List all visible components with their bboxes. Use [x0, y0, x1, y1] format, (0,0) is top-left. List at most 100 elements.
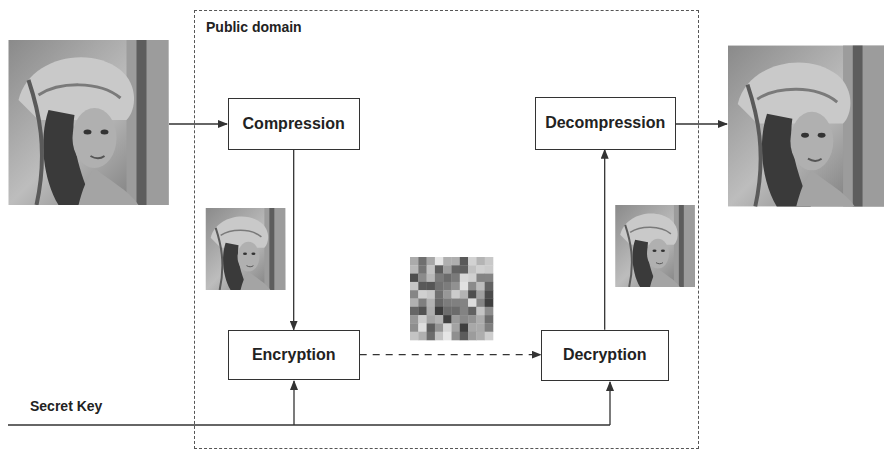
- noise-cell: [485, 315, 494, 324]
- key-arrow: [609, 382, 610, 425]
- process-box: Encryption: [228, 330, 360, 380]
- noise-cell: [485, 265, 494, 274]
- noise-cell: [427, 299, 436, 308]
- noise-cell: [476, 315, 485, 324]
- noise-cell: [435, 332, 444, 341]
- noise-cell: [452, 332, 461, 341]
- noise-cell: [485, 290, 494, 299]
- process-box: Decompression: [535, 97, 676, 150]
- noise-cell: [468, 299, 477, 308]
- noise-cell: [427, 332, 436, 341]
- noise-cell: [443, 315, 452, 324]
- noise-cell: [410, 332, 419, 341]
- output-image: [728, 46, 884, 207]
- noise-cell: [427, 265, 436, 274]
- decrypted-image: [615, 205, 695, 287]
- key-label: Secret Key: [30, 398, 102, 414]
- noise-cell: [427, 257, 436, 266]
- noise-cell: [452, 323, 461, 332]
- noise-cell: [418, 265, 427, 274]
- noise-cell: [468, 274, 477, 283]
- noise-cell: [485, 307, 494, 316]
- noise-cell: [468, 323, 477, 332]
- noise-cell: [476, 323, 485, 332]
- noise-cell: [410, 315, 419, 324]
- noise-cell: [468, 307, 477, 316]
- input-arrow: [169, 123, 227, 124]
- noise-cell: [418, 307, 427, 316]
- noise-cell: [427, 315, 436, 324]
- key-arrow: [293, 381, 294, 425]
- noise-cell: [476, 290, 485, 299]
- noise-cell: [452, 299, 461, 308]
- noise-cell: [443, 332, 452, 341]
- noise-cell: [410, 274, 419, 283]
- noise-cell: [476, 307, 485, 316]
- noise-cell: [452, 257, 461, 266]
- noise-cell: [468, 265, 477, 274]
- noise-cell: [460, 299, 469, 308]
- noise-cell: [460, 282, 469, 291]
- noise-cell: [443, 257, 452, 266]
- noise-cell: [460, 274, 469, 283]
- noise-cell: [460, 332, 469, 341]
- noise-cell: [485, 332, 494, 341]
- noise-cell: [410, 299, 419, 308]
- process-box: Compression: [228, 98, 360, 150]
- noise-cell: [427, 323, 436, 332]
- noise-cell: [485, 299, 494, 308]
- noise-cell: [418, 299, 427, 308]
- region-title: Public domain: [206, 19, 302, 35]
- noise-cell: [443, 290, 452, 299]
- noise-cell: [418, 290, 427, 299]
- noise-cell: [418, 323, 427, 332]
- process-box: Decryption: [541, 330, 669, 381]
- noise-cell: [476, 332, 485, 341]
- noise-cell: [468, 315, 477, 324]
- noise-cell: [460, 315, 469, 324]
- noise-cell: [443, 307, 452, 316]
- noise-cell: [427, 282, 436, 291]
- noise-cell: [452, 307, 461, 316]
- noise-cell: [468, 290, 477, 299]
- noise-cell: [452, 265, 461, 274]
- box-label: Compression: [243, 115, 345, 133]
- noise-cell: [410, 282, 419, 291]
- noise-cell: [435, 299, 444, 308]
- domain-region: Public domainCompressionEncryption Decryp…: [194, 10, 699, 449]
- noise-cell: [460, 323, 469, 332]
- noise-cell: [460, 257, 469, 266]
- noise-cell: [443, 265, 452, 274]
- noise-cell: [410, 323, 419, 332]
- encrypted-noise-image: [410, 257, 493, 340]
- noise-cell: [418, 282, 427, 291]
- noise-cell: [476, 274, 485, 283]
- box-label: Decryption: [563, 346, 647, 364]
- noise-cell: [443, 323, 452, 332]
- noise-cell: [485, 257, 494, 266]
- noise-cell: [410, 265, 419, 274]
- noise-cell: [485, 274, 494, 283]
- noise-cell: [435, 274, 444, 283]
- noise-cell: [452, 274, 461, 283]
- key-line: [8, 424, 610, 425]
- flow-arrow: [293, 150, 294, 330]
- noise-cell: [435, 257, 444, 266]
- noise-cell: [443, 299, 452, 308]
- noise-cell: [460, 307, 469, 316]
- noise-cell: [435, 315, 444, 324]
- noise-cell: [410, 307, 419, 316]
- noise-cell: [452, 282, 461, 291]
- flow-arrow: [360, 354, 541, 355]
- noise-cell: [476, 257, 485, 266]
- noise-cell: [452, 290, 461, 299]
- noise-cell: [418, 257, 427, 266]
- noise-cell: [452, 315, 461, 324]
- noise-cell: [443, 274, 452, 283]
- flow-arrow: [604, 150, 605, 330]
- noise-cell: [427, 307, 436, 316]
- noise-cell: [435, 323, 444, 332]
- noise-cell: [468, 332, 477, 341]
- noise-cell: [435, 265, 444, 274]
